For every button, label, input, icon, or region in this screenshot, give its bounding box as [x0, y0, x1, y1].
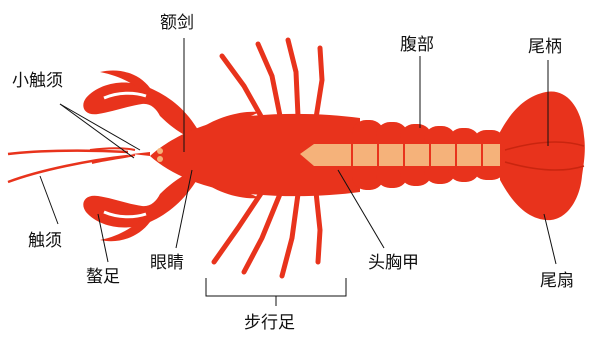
label-antennule: 小触须 [12, 71, 63, 91]
tail-fan [500, 92, 585, 221]
label-telson: 尾柄 [528, 37, 562, 57]
label-uropod: 尾扇 [540, 271, 574, 291]
label-abdomen: 腹部 [400, 35, 434, 55]
label-rostrum: 额剑 [160, 13, 194, 33]
label-cephalothorax: 头胸甲 [368, 253, 419, 273]
label-cheliped: 螯足 [86, 267, 120, 287]
walking-legs-top [222, 40, 322, 118]
label-eye: 眼睛 [150, 253, 184, 273]
antenna [8, 151, 128, 182]
walking-legs-bottom [214, 192, 320, 276]
crayfish-illustration [8, 40, 585, 276]
label-walking-legs: 步行足 [244, 313, 295, 333]
label-antenna: 触须 [28, 231, 62, 251]
